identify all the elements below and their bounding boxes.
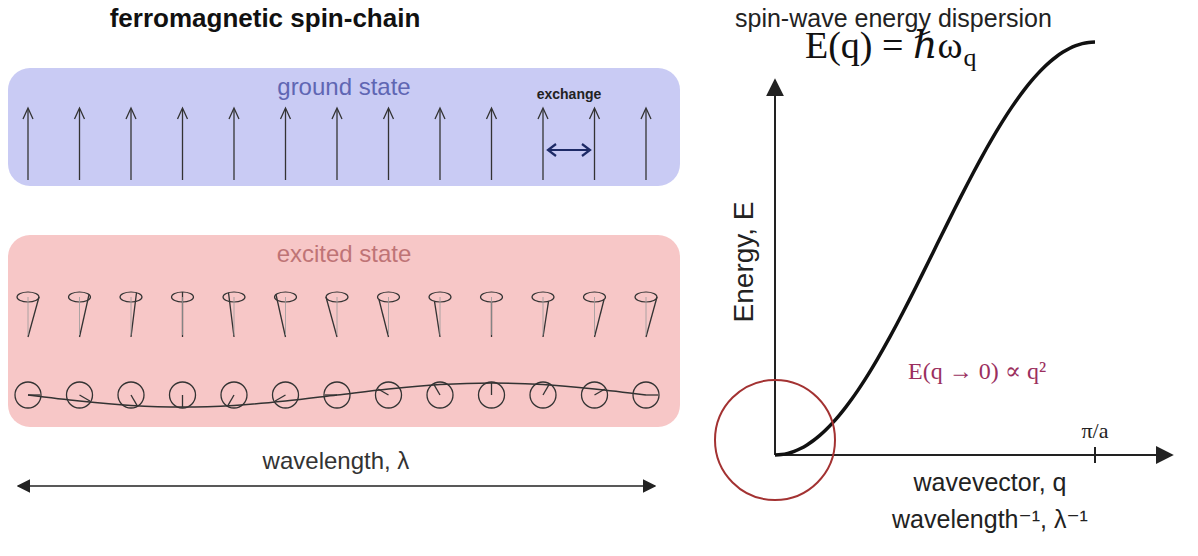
axis-title: wavelength⁻¹, λ⁻¹: [892, 505, 1088, 534]
spin-arrow: [332, 108, 342, 180]
spin-phase-dial: [582, 382, 608, 408]
spin-arrow: [229, 108, 239, 180]
spin-arrow: [75, 108, 85, 180]
spin-phase-dial: [273, 382, 299, 408]
precessing-spin: [584, 292, 606, 337]
precessing-spin: [429, 292, 451, 337]
precessing-spin: [275, 292, 297, 337]
precessing-spin: [172, 292, 194, 337]
wavelength-arrow: [18, 485, 655, 487]
spin-arrow: [23, 108, 33, 180]
tick-label: π/a: [1082, 418, 1109, 443]
spin-arrow: [641, 108, 651, 180]
highlight-circle: [715, 380, 835, 500]
spin-arrow: [178, 108, 188, 180]
spin-phase-dial: [67, 382, 93, 408]
axis-title: Energy, E: [728, 202, 760, 323]
precessing-spin: [481, 292, 503, 337]
panel-title: ferromagnetic spin-chain: [110, 4, 421, 34]
spin-wave-line: [28, 383, 646, 407]
spin-phase-dial: [170, 382, 196, 408]
dispersion-formula: E(q) = ℏω: [805, 24, 962, 68]
precessing-spin: [378, 292, 400, 337]
precessing-spin: [69, 292, 91, 337]
wavelength-label: wavelength, λ: [263, 447, 410, 475]
exchange-arrow: [548, 144, 590, 156]
precessing-spin: [635, 292, 657, 337]
spin-arrow: [126, 108, 136, 180]
spin-arrow: [384, 108, 394, 180]
excited-state-band: excited state: [8, 235, 680, 427]
exchange-label: exchange: [537, 86, 602, 102]
axis-title: wavevector, q: [914, 468, 1067, 497]
x-axis: [775, 454, 1172, 456]
spin-arrow: [487, 108, 497, 180]
formula-subscript: q: [963, 43, 976, 73]
spin-arrow: [435, 108, 445, 180]
spin-phase-dial: [376, 382, 402, 408]
precessing-spin: [223, 292, 245, 337]
precessing-spin: [17, 292, 39, 337]
axis-tick: [1094, 447, 1096, 463]
y-axis: [774, 80, 776, 455]
spin-arrow: [281, 108, 291, 180]
limit-annotation: E(q → 0) ∝ q²: [908, 358, 1046, 386]
state-label: excited state: [8, 240, 680, 268]
spin-arrow: [538, 108, 548, 180]
ground-state-band: ground state: [8, 68, 680, 186]
dispersion-curve: [775, 42, 1095, 455]
spin-arrow: [590, 108, 600, 180]
precessing-spin: [120, 292, 142, 337]
precessing-spin: [326, 292, 348, 337]
spin-phase-dial: [479, 382, 505, 408]
precessing-spin: [532, 292, 554, 337]
